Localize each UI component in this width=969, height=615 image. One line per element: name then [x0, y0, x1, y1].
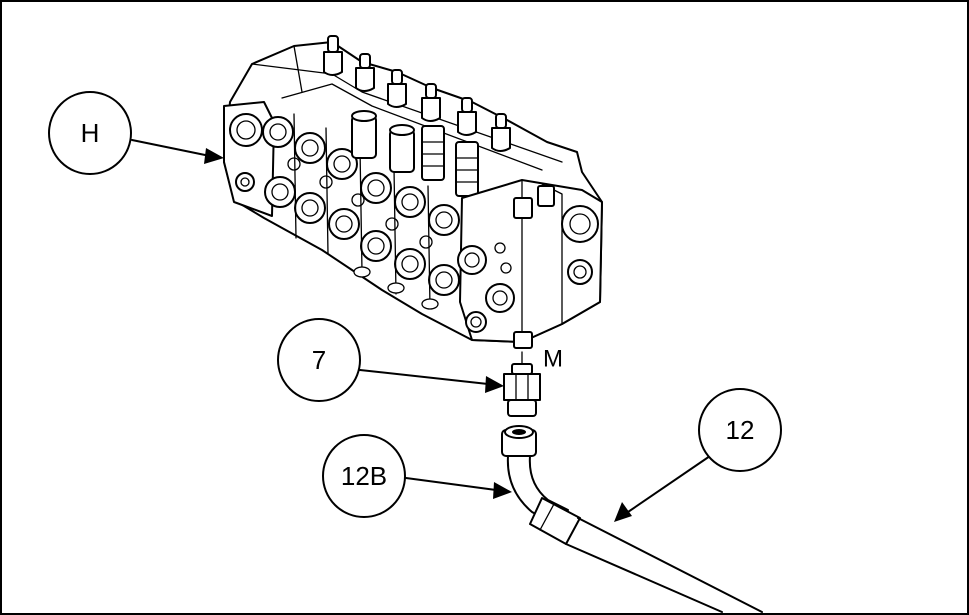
valve-block	[223, 35, 603, 349]
callout-12B-label: 12B	[341, 461, 387, 491]
relief-valves	[351, 110, 479, 197]
callout-12-label: 12	[726, 415, 755, 445]
callout-H: H	[48, 91, 132, 175]
port-M-label: M	[543, 346, 563, 373]
callout-7: 7	[277, 318, 361, 402]
spool-caps	[323, 35, 511, 152]
callout-H-label: H	[81, 118, 100, 148]
leader-lines	[131, 139, 711, 522]
hose-assembly	[501, 425, 763, 613]
callout-12B: 12B	[322, 434, 406, 518]
callout-12: 12	[698, 388, 782, 472]
fitting-7	[503, 351, 541, 417]
callout-7-label: 7	[312, 345, 326, 375]
spool-sections	[262, 113, 460, 309]
inlet-section	[457, 179, 603, 349]
lower-plugs	[353, 266, 439, 310]
